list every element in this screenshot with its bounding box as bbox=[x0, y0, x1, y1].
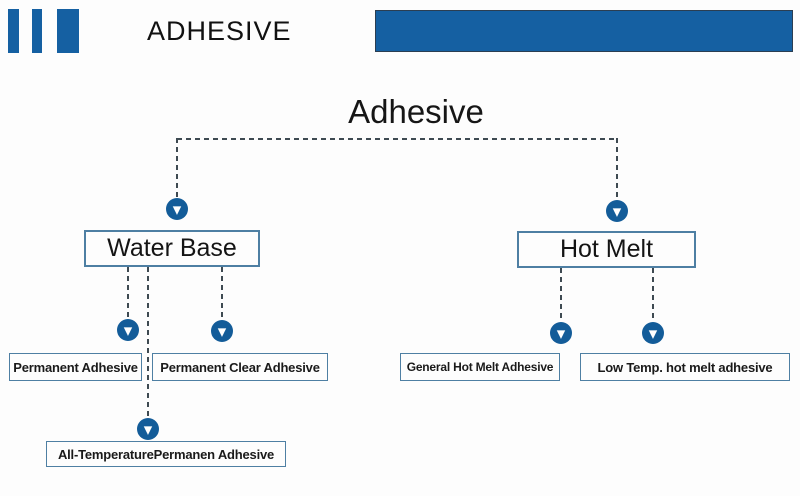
arrow-down-circle-icon: ▼ bbox=[606, 200, 628, 222]
node-hot-melt: Hot Melt bbox=[517, 231, 696, 268]
connector-line bbox=[221, 267, 223, 319]
node-general-hot-melt-adhesive: General Hot Melt Adhesive bbox=[400, 353, 560, 381]
node-permanent-clear-adhesive: Permanent Clear Adhesive bbox=[152, 353, 328, 381]
connector-line bbox=[147, 267, 149, 418]
arrow-down-glyph: ▼ bbox=[172, 203, 182, 216]
arrow-down-glyph: ▼ bbox=[612, 205, 622, 218]
node-low-temp-hot-melt-adhesive: Low Temp. hot melt adhesive bbox=[580, 353, 790, 381]
diagram-root-label: Adhesive bbox=[348, 93, 484, 130]
arrow-down-circle-icon: ▼ bbox=[137, 418, 159, 440]
connector-line bbox=[176, 138, 178, 198]
node-water-base: Water Base bbox=[84, 230, 260, 267]
header-accent-band bbox=[375, 10, 793, 52]
arrow-down-circle-icon: ▼ bbox=[211, 320, 233, 342]
node-all-temperature-permanent-adhesive: All-TemperaturePermanen Adhesive bbox=[46, 441, 286, 467]
node-permanent-adhesive: Permanent Adhesive bbox=[9, 353, 142, 381]
arrow-down-circle-icon: ▼ bbox=[166, 198, 188, 220]
connector-line bbox=[560, 268, 562, 322]
connector-line bbox=[616, 138, 618, 200]
logo-bar-icon bbox=[57, 9, 79, 53]
logo-bar-icon bbox=[32, 9, 42, 53]
arrow-down-glyph: ▼ bbox=[648, 327, 658, 340]
arrow-down-circle-icon: ▼ bbox=[117, 319, 139, 341]
logo-bar-icon bbox=[8, 9, 19, 53]
page-title: ADHESIVE bbox=[147, 16, 292, 46]
connector-line bbox=[652, 268, 654, 322]
arrow-down-circle-icon: ▼ bbox=[642, 322, 664, 344]
connector-line bbox=[127, 267, 129, 319]
connector-line bbox=[177, 138, 618, 140]
arrow-down-glyph: ▼ bbox=[143, 423, 153, 436]
arrow-down-glyph: ▼ bbox=[556, 327, 566, 340]
arrow-down-glyph: ▼ bbox=[123, 324, 133, 337]
arrow-down-glyph: ▼ bbox=[217, 325, 227, 338]
arrow-down-circle-icon: ▼ bbox=[550, 322, 572, 344]
